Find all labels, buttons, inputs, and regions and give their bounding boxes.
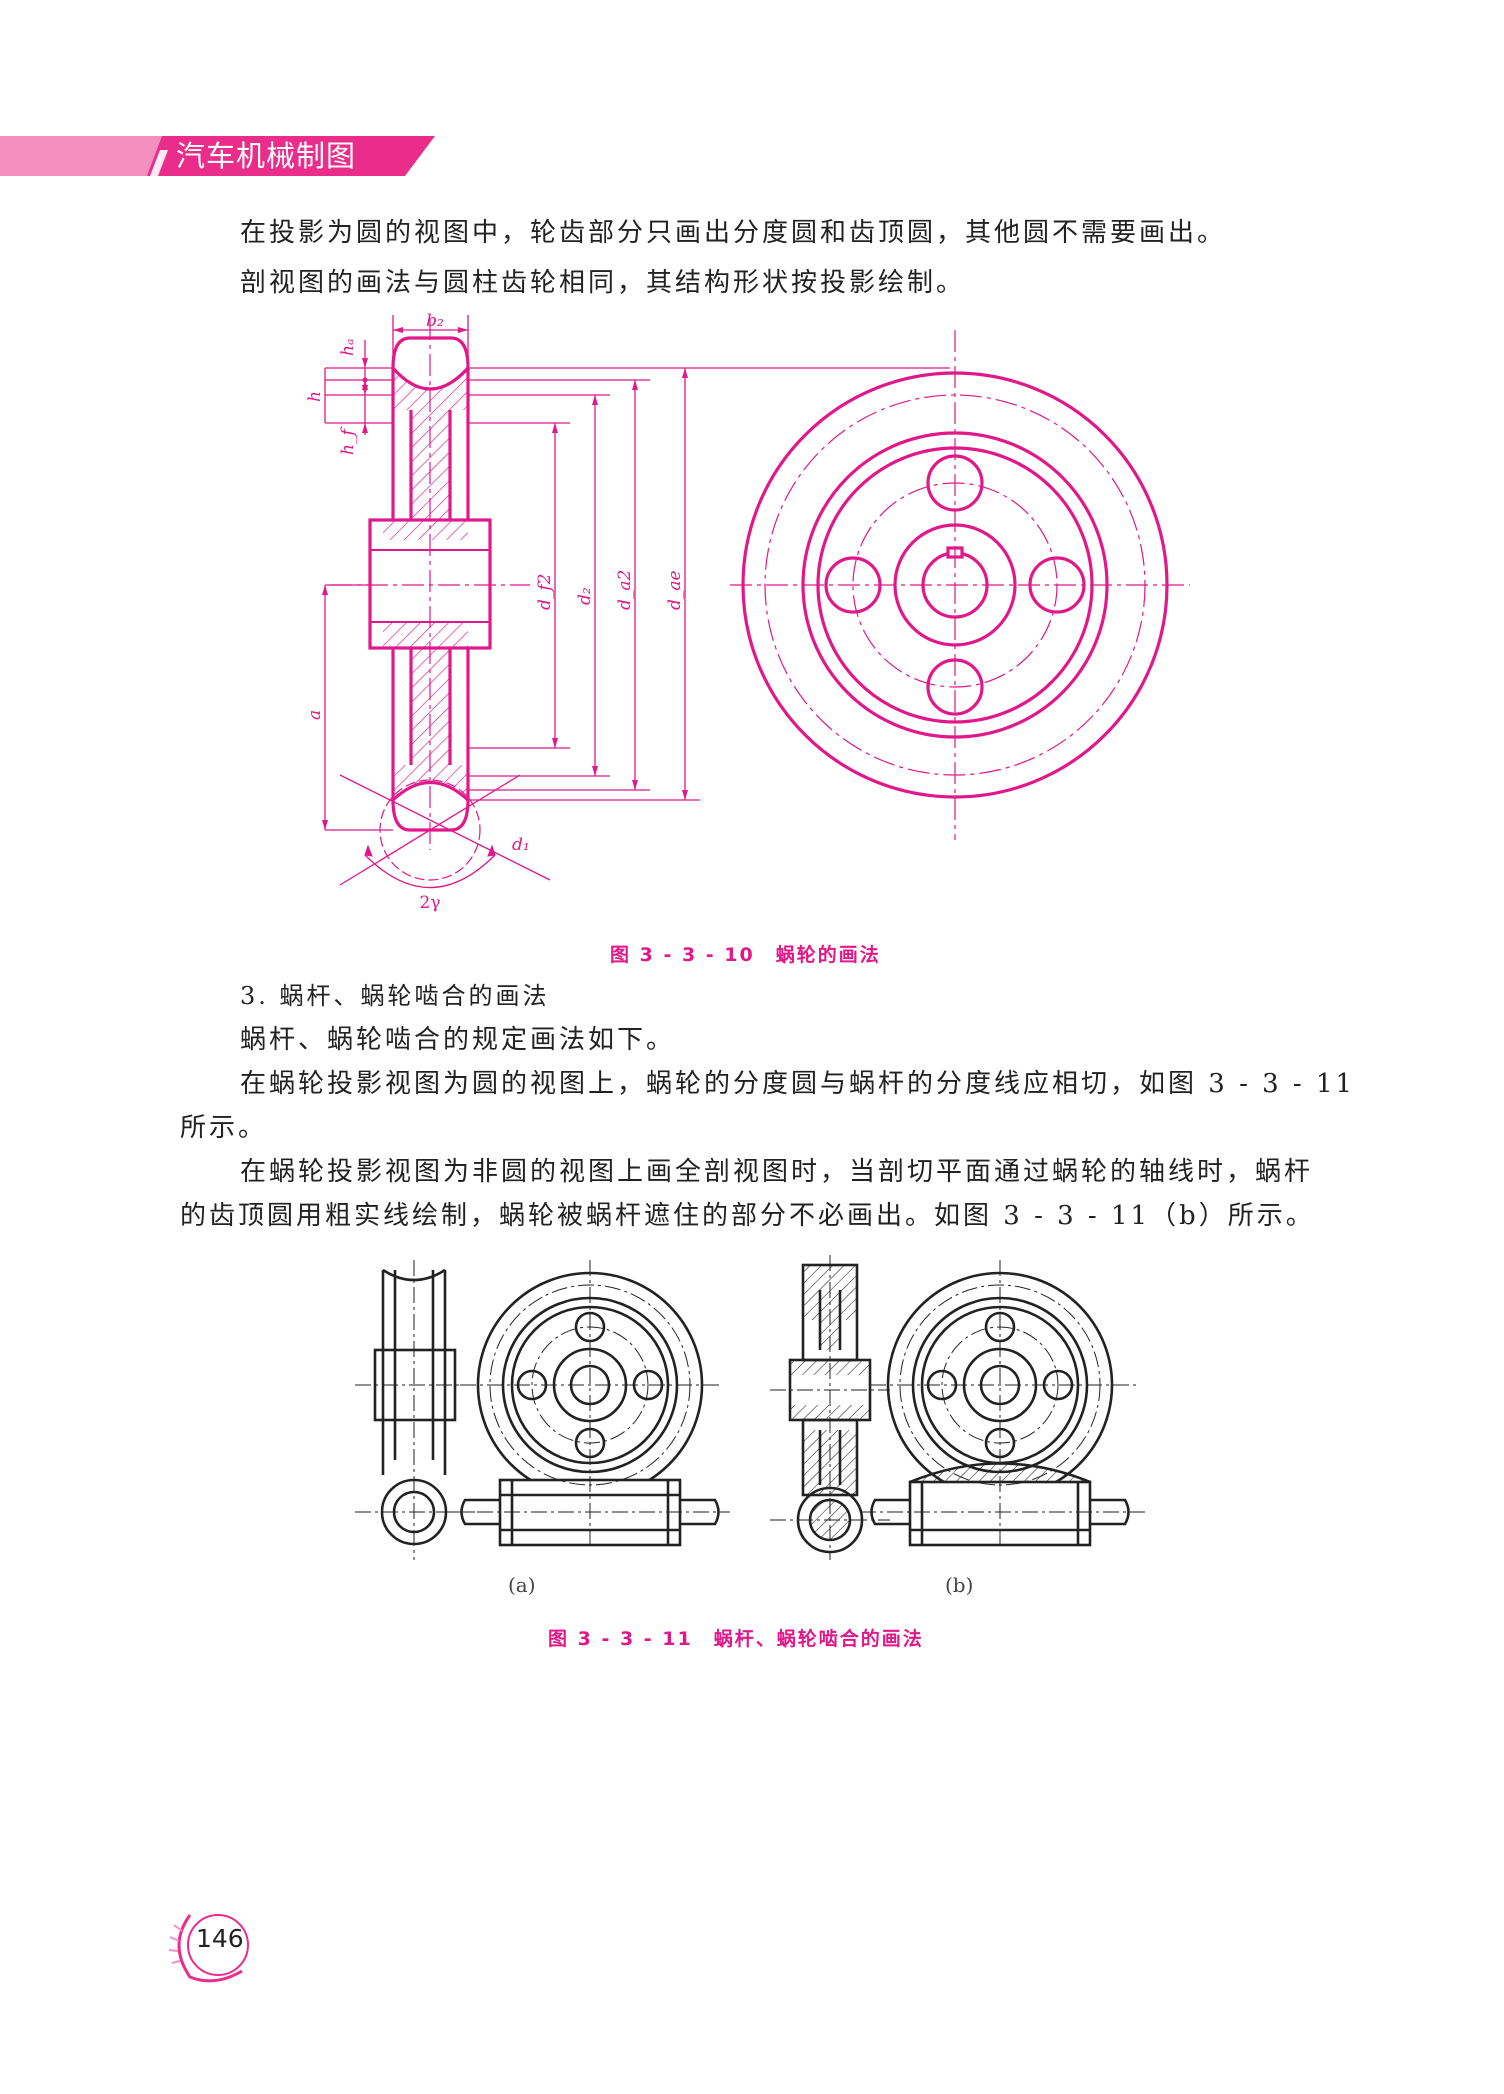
chapter-title: 汽车机械制图 (176, 139, 357, 173)
section-heading: 3. 蜗杆、蜗轮啮合的画法 (240, 982, 550, 1010)
worm-wheel-drawing: b₂ hₐ h h_f d_f2 d₂ d_a2 d_ae a d₁ 2γ (305, 311, 1190, 913)
label-ha: hₐ (338, 339, 358, 356)
label-d1: d₁ (512, 835, 530, 855)
label-2gamma: 2γ (420, 893, 441, 913)
label-dae: d_ae (665, 570, 685, 610)
paragraph-4-line2: 所示。 (180, 1113, 268, 1143)
label-h: h (305, 391, 325, 402)
header-bar (0, 136, 435, 176)
figure1-caption: 图 3 - 3 - 10 蜗轮的画法 (610, 944, 881, 966)
paragraph-1: 在投影为圆的视图中，轮齿部分只画出分度圆和齿顶圆，其他圆不需要画出。 (240, 218, 1227, 248)
paragraph-5-line1: 在蜗轮投影视图为非圆的视图上画全剖视图时，当剖切平面通过蜗轮的轴线时，蜗杆 (240, 1157, 1314, 1187)
paragraph-3: 蜗杆、蜗轮啮合的规定画法如下。 (240, 1025, 676, 1055)
page-number: 146 (196, 1924, 244, 1953)
section-hatching (383, 368, 468, 800)
label-da2: d_a2 (615, 570, 635, 610)
paragraph-4-line1: 在蜗轮投影视图为圆的视图上，蜗轮的分度圆与蜗杆的分度线应相切，如图 3 - 3 … (240, 1069, 1356, 1099)
label-hf: h_f (338, 427, 358, 455)
subfigure-a-label: (a) (508, 1573, 536, 1597)
label-d2: d₂ (575, 587, 595, 605)
label-a: a (305, 710, 325, 720)
label-b2: b₂ (426, 311, 444, 331)
subfigure-b-label: (b) (945, 1573, 974, 1597)
page-number-ornament (168, 1914, 249, 1983)
paragraph-2: 剖视图的画法与圆柱齿轮相同，其结构形状按投影绘制。 (240, 268, 966, 298)
paragraph-5-line2: 的齿顶圆用粗实线绘制，蜗轮被蜗杆遮住的部分不必画出。如图 3 - 3 - 11（… (180, 1201, 1315, 1231)
figure2-caption: 图 3 - 3 - 11 蜗杆、蜗轮啮合的画法 (548, 1628, 924, 1650)
label-df2: d_f2 (535, 574, 555, 611)
worm-mesh-drawing (355, 1255, 1145, 1560)
